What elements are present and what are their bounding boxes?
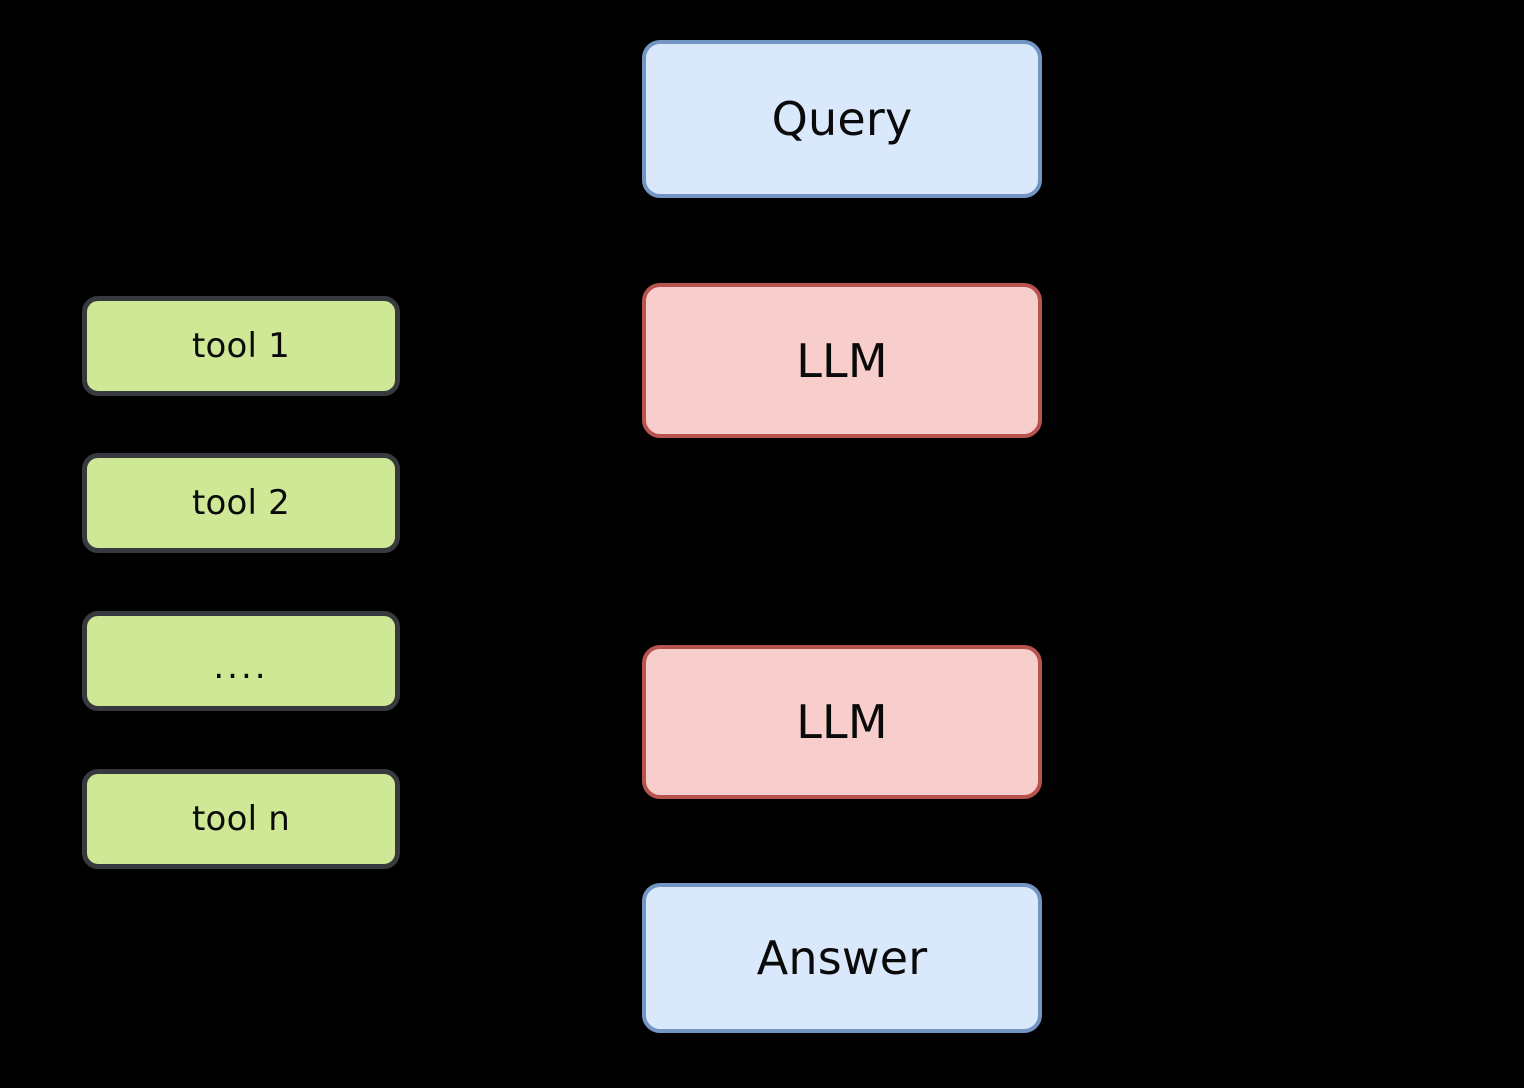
node-tool-n[interactable]: tool n xyxy=(82,769,400,869)
node-answer-label: Answer xyxy=(756,931,928,985)
node-tool-1-label: tool 1 xyxy=(191,326,291,366)
node-llm-first[interactable]: LLM xyxy=(642,283,1042,438)
node-tool-1[interactable]: tool 1 xyxy=(82,296,400,396)
node-query[interactable]: Query xyxy=(642,40,1042,198)
node-tool-2-label: tool 2 xyxy=(191,483,291,523)
node-tool-ellipsis-label: .... xyxy=(213,647,269,687)
node-query-label: Query xyxy=(771,92,913,146)
node-tool-2[interactable]: tool 2 xyxy=(82,453,400,553)
node-llm-first-label: LLM xyxy=(796,333,888,388)
node-tool-ellipsis[interactable]: .... xyxy=(82,611,400,711)
node-answer[interactable]: Answer xyxy=(642,883,1042,1033)
node-llm-second[interactable]: LLM xyxy=(642,645,1042,799)
node-llm-second-label: LLM xyxy=(796,695,888,749)
node-tool-n-label: tool n xyxy=(192,799,290,839)
